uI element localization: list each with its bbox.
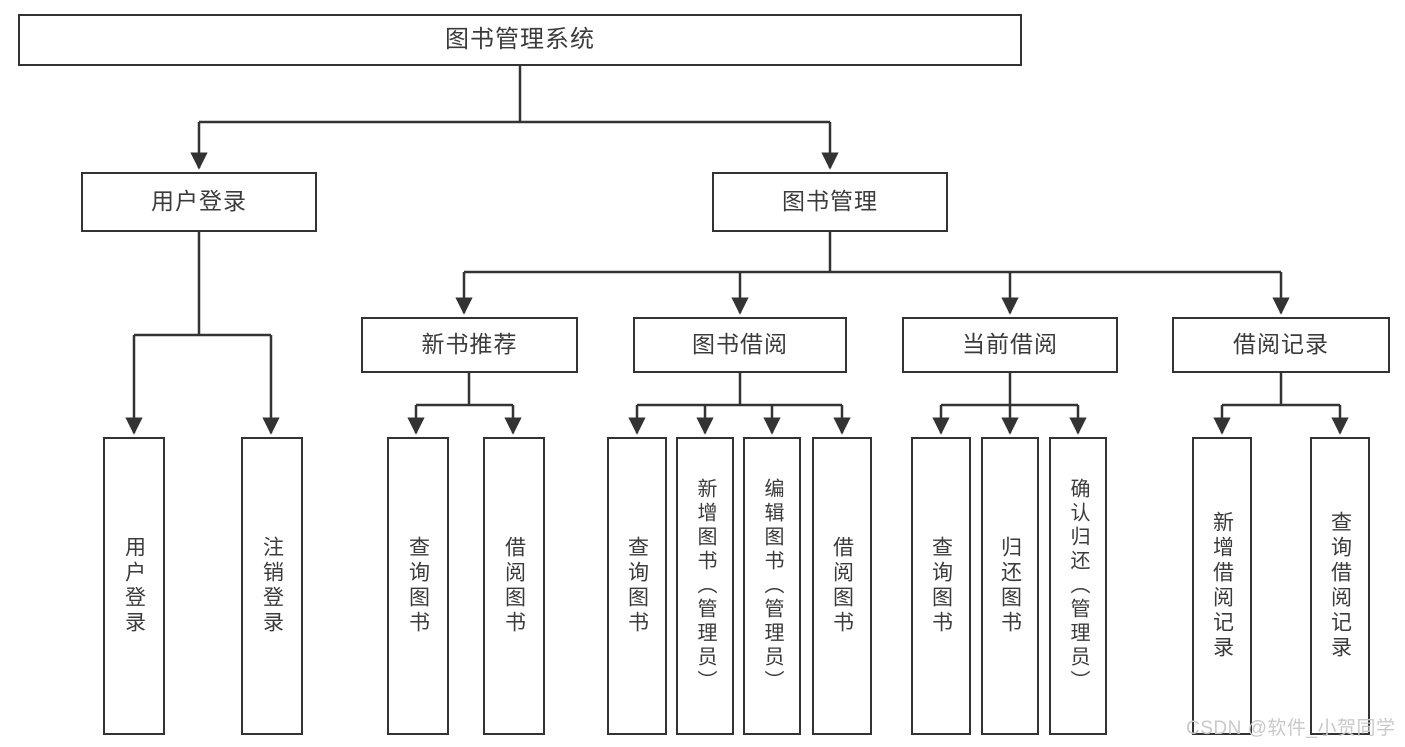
node-leaf-add-record[interactable]: 新增借阅记录 bbox=[1192, 437, 1252, 735]
node-current-borrow[interactable]: 当前借阅 bbox=[902, 317, 1118, 373]
node-leaf-borrow-book-1[interactable]: 借阅图书 bbox=[483, 437, 545, 735]
node-root-system[interactable]: 图书管理系统 bbox=[18, 14, 1022, 66]
node-leaf-query-book-3[interactable]: 查询图书 bbox=[911, 437, 971, 735]
node-leaf-borrow-book-2[interactable]: 借阅图书 bbox=[812, 437, 872, 735]
node-leaf-user-login[interactable]: 用户登录 bbox=[103, 437, 165, 735]
node-book-management[interactable]: 图书管理 bbox=[712, 172, 948, 232]
node-label: 新书推荐 bbox=[421, 331, 518, 358]
node-label: 确认归还（管理员） bbox=[1067, 478, 1089, 694]
node-label: 借阅记录 bbox=[1233, 331, 1329, 358]
node-leaf-return-book[interactable]: 归还图书 bbox=[981, 437, 1039, 735]
node-label: 借阅图书 bbox=[830, 536, 854, 636]
node-label: 当前借阅 bbox=[962, 331, 1058, 358]
node-label: 查询借阅记录 bbox=[1328, 511, 1352, 661]
node-label: 查询图书 bbox=[406, 536, 430, 636]
node-label: 用户登录 bbox=[122, 536, 146, 636]
node-leaf-query-record[interactable]: 查询借阅记录 bbox=[1310, 437, 1370, 735]
node-label: 图书管理系统 bbox=[445, 25, 595, 53]
node-label: 查询图书 bbox=[929, 536, 953, 636]
node-label: 查询图书 bbox=[625, 536, 649, 636]
node-new-book-recommend[interactable]: 新书推荐 bbox=[361, 317, 578, 373]
node-label: 编辑图书（管理员） bbox=[761, 478, 783, 694]
node-leaf-confirm-return[interactable]: 确认归还（管理员） bbox=[1049, 437, 1107, 735]
node-label: 借阅图书 bbox=[502, 536, 526, 636]
node-user-login[interactable]: 用户登录 bbox=[81, 172, 317, 232]
node-label: 注销登录 bbox=[260, 536, 284, 636]
node-label: 新增图书（管理员） bbox=[694, 478, 716, 694]
node-label: 新增借阅记录 bbox=[1210, 511, 1234, 661]
node-leaf-query-book-1[interactable]: 查询图书 bbox=[387, 437, 449, 735]
node-borrow-record[interactable]: 借阅记录 bbox=[1172, 317, 1390, 373]
csdn-watermark: CSDN @软件_小贺同学 bbox=[1186, 718, 1396, 739]
node-leaf-edit-book[interactable]: 编辑图书（管理员） bbox=[743, 437, 801, 735]
node-label: 归还图书 bbox=[998, 536, 1022, 636]
node-label: 用户登录 bbox=[151, 188, 247, 215]
node-leaf-logout[interactable]: 注销登录 bbox=[241, 437, 303, 735]
node-leaf-add-book[interactable]: 新增图书（管理员） bbox=[676, 437, 734, 735]
node-label: 图书管理 bbox=[782, 188, 878, 215]
node-leaf-query-book-2[interactable]: 查询图书 bbox=[607, 437, 667, 735]
node-label: 图书借阅 bbox=[692, 331, 788, 358]
node-book-borrow[interactable]: 图书借阅 bbox=[633, 317, 847, 373]
